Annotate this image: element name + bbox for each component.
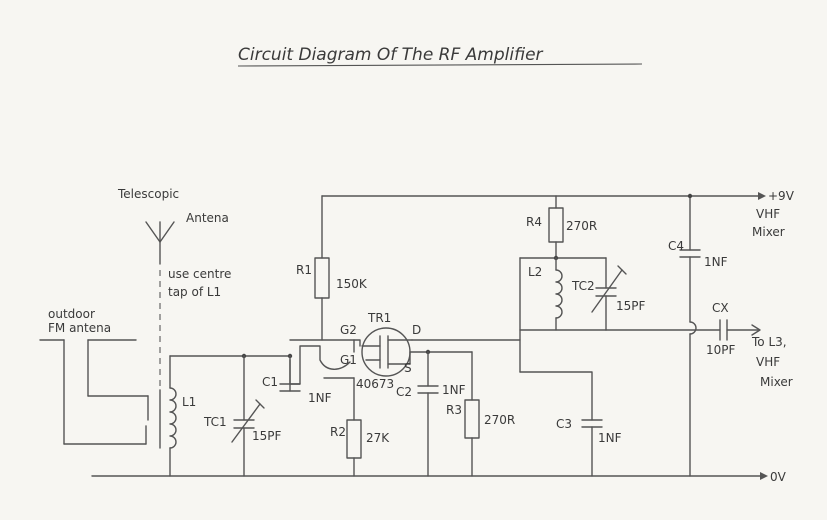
label-c1: C1 [262,375,278,389]
label-vhf-top: VHF [756,207,780,221]
inductor-l2 [555,257,563,331]
label-tc1-value: 15PF [252,429,282,443]
label-c4: C4 [668,239,684,253]
label-l2: L2 [528,265,542,279]
label-c1-value: 1NF [308,391,332,405]
capacitor-cx [719,319,761,341]
label-use-centre: use centre [168,267,231,281]
label-vhf-out: VHF [756,355,780,369]
label-tc2-value: 15PF [616,299,646,313]
label-r2: R2 [330,425,346,439]
supply-arrow [758,192,766,200]
label-r4-value: 270R [566,219,597,233]
gate2-bias-wire [289,339,361,347]
label-g2: G2 [340,323,357,337]
label-tr1-part: 40673 [356,377,394,391]
c3-wire [519,371,593,421]
label-r1-value: 150K [336,277,368,291]
label-r3-value: 270R [484,413,515,427]
capacitor-c2 [417,351,439,477]
trimmer-capacitor-tc1 [231,355,265,477]
resistor-r2 [346,377,362,477]
label-c2-value: 1NF [442,383,466,397]
capacitor-c4 [679,195,701,477]
label-r3: R3 [446,403,462,417]
label-cx: CX [712,301,729,315]
label-c3: C3 [556,417,572,431]
outdoor-fm-antenna [39,339,149,445]
label-r1: R1 [296,263,312,277]
label-c4-value: 1NF [704,255,728,269]
label-plus9v: +9V [768,189,795,203]
label-r2-value: 27K [366,431,390,445]
label-l1: L1 [182,395,196,409]
gate1-wire [289,345,351,385]
label-cx-value: 10PF [706,343,736,357]
resistor-r3 [464,351,480,477]
label-mixer-top: Mixer [752,225,785,239]
label-telescopic: Telescopic [117,187,179,201]
label-tap-l1: tap of L1 [168,285,221,299]
capacitor-c1 [279,355,301,392]
label-tc1: TC1 [203,415,227,429]
diagram-title: Circuit Diagram Of The RF Amplifier [238,45,544,65]
label-r4: R4 [526,215,542,229]
title-underline [237,63,643,67]
label-c2: C2 [396,385,412,399]
junction-c4-top [687,193,693,199]
label-fm-antena: FM antena [48,321,111,335]
label-antena: Antena [186,211,229,225]
label-c3-value: 1NF [598,431,622,445]
label-to-l3: To L3, [751,335,787,349]
telescopic-antenna [145,221,175,390]
resistor-r1 [314,195,330,341]
label-0v: 0V [770,470,787,484]
label-tc2: TC2 [571,279,595,293]
label-tr1: TR1 [367,311,391,325]
label-mixer-out: Mixer [760,375,793,389]
inductor-l1 [159,355,177,477]
label-outdoor: outdoor [48,307,95,321]
ground-arrow [760,472,768,480]
label-s: S [404,361,412,375]
resistor-r4 [548,195,564,259]
label-g1: G1 [340,353,357,367]
capacitor-c3 [581,419,603,477]
trimmer-capacitor-tc2 [591,257,627,331]
label-d: D [412,323,421,337]
